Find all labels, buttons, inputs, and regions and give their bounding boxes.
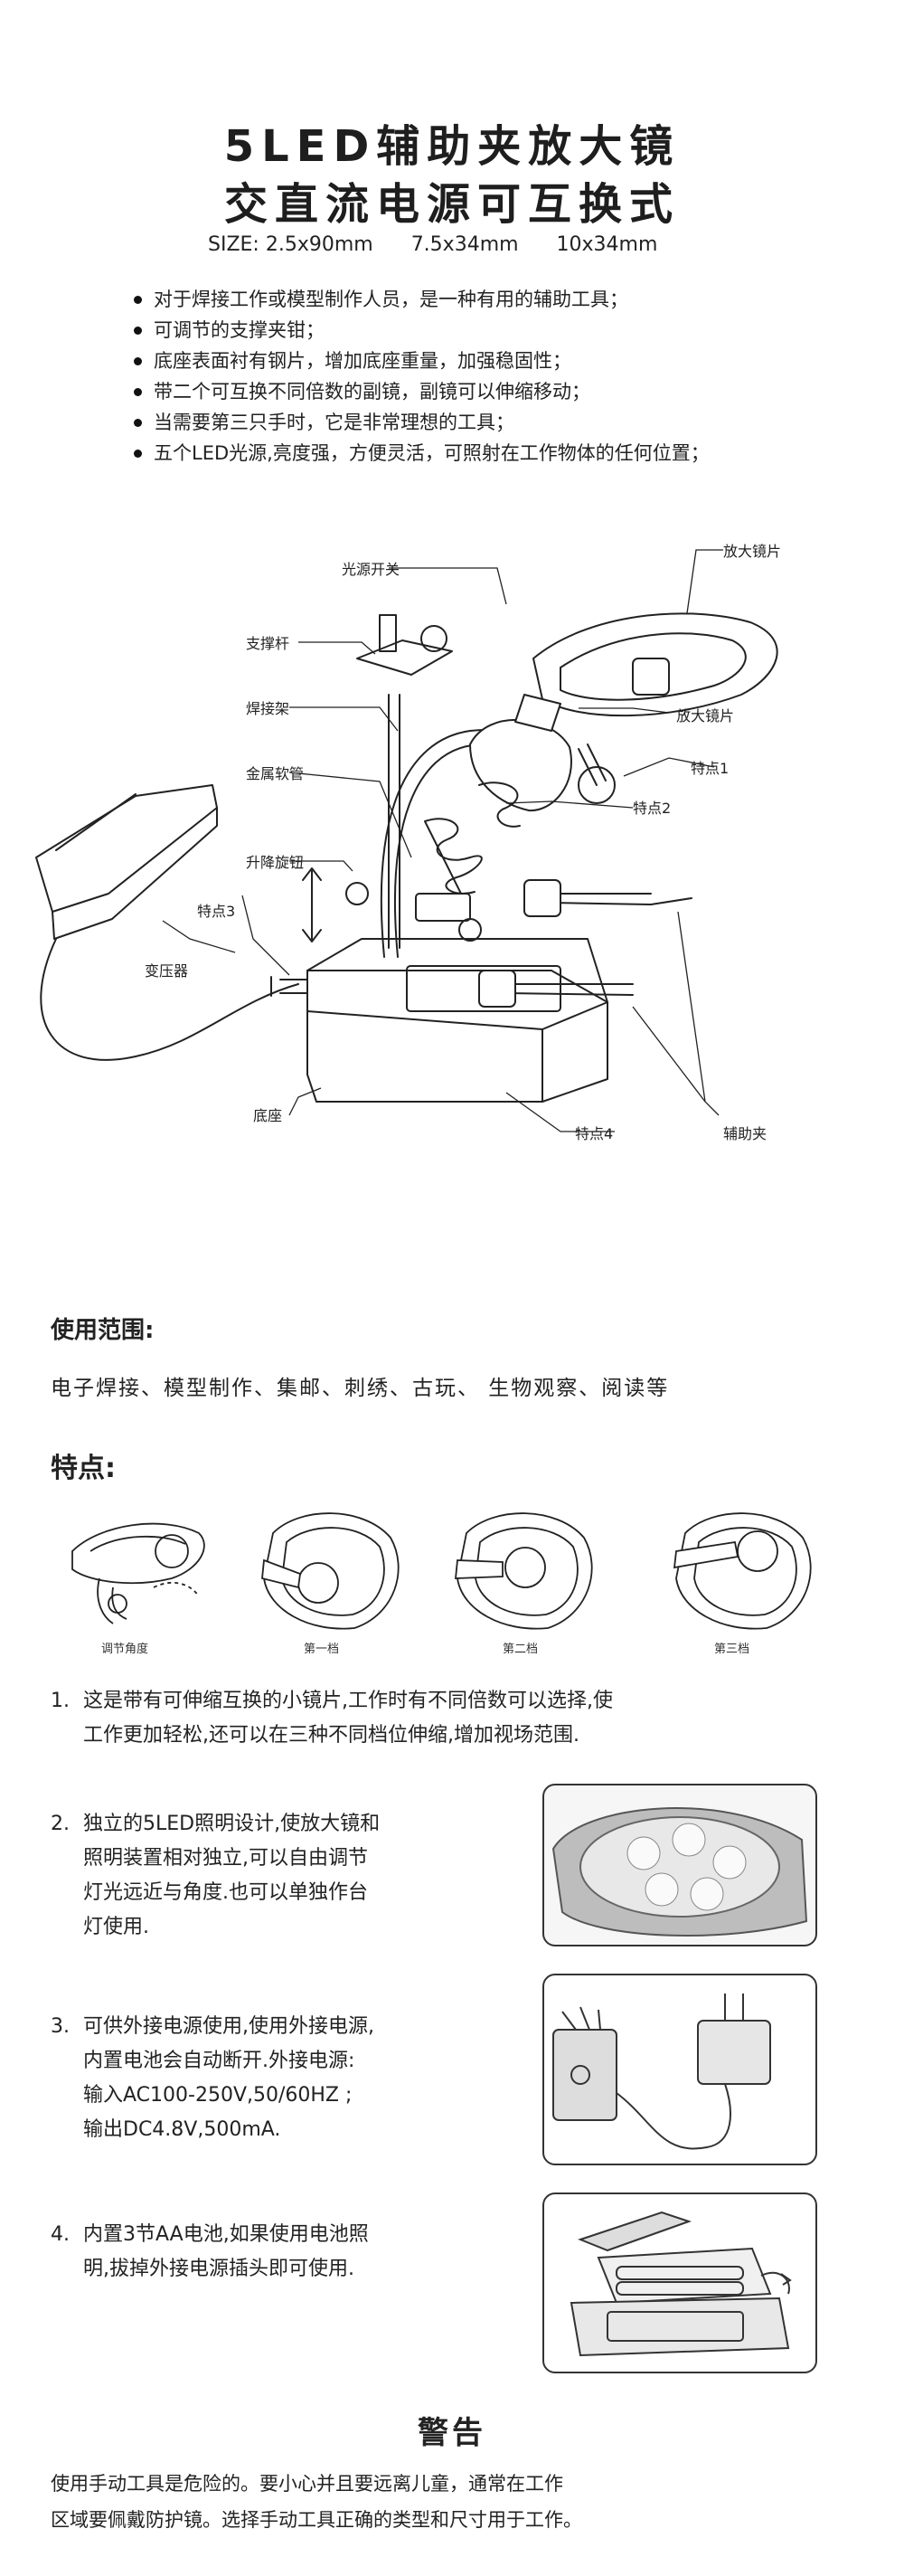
feature-item-number: 2. — [51, 1813, 70, 1835]
size-1: 2.5x90mm — [265, 233, 373, 256]
feature-item-line: 灯光远近与角度.也可以单独作台 — [83, 1881, 368, 1904]
size-2: 7.5x34mm — [410, 233, 519, 256]
label-transformer: 变压器 — [145, 962, 189, 980]
label-magnifier-lens: 放大镜片 — [723, 543, 782, 560]
warning-title: 警告 — [418, 2415, 486, 2451]
bullet-item: 对于焊接工作或模型制作人员，是一种有用的辅助工具； — [134, 284, 875, 315]
size-label: SIZE: — [208, 233, 259, 256]
label-support-rod: 支撑杆 — [246, 635, 290, 652]
feature-item-line: 独立的5LED照明设计,使放大镜和 — [83, 1813, 381, 1835]
label-base: 底座 — [253, 1107, 283, 1124]
title-line-2: 交直流电源可互换式 — [223, 179, 680, 230]
feature-item-line: 输出DC4.8V,500mA. — [83, 2118, 281, 2141]
battery-compartment-photo — [542, 2192, 817, 2373]
caption-gear-2: 第二档 — [503, 1643, 539, 1656]
label-light-switch: 光源开关 — [342, 561, 400, 578]
size-3: 10x34mm — [556, 233, 658, 256]
power-adapter-photo — [542, 1974, 817, 2165]
feature-bullets: 对于焊接工作或模型制作人员，是一种有用的辅助工具； 可调节的支撑夹钳； 底座表面… — [134, 284, 875, 469]
caption-adjust-angle: 调节角度 — [101, 1643, 149, 1656]
adjust-angle-figure — [71, 1522, 205, 1624]
label-magnifier-piece: 放大镜片 — [676, 707, 735, 724]
feature-item-3: 3. 可供外接电源使用,使用外接电源, 内置电池会自动断开.外接电源: 输入AC… — [51, 2010, 517, 2147]
usage-heading: 使用范围: — [51, 1317, 155, 1344]
feature-item-2: 2. 独立的5LED照明设计,使放大镜和 照明装置相对独立,可以自由调节 灯光远… — [51, 1807, 517, 1945]
feature-item-line: 内置3节AA电池,如果使用电池照 — [83, 2223, 369, 2246]
label-metal-hose: 金属软管 — [246, 765, 305, 782]
gear-3-figure — [673, 1512, 812, 1630]
feature-item-number: 3. — [51, 2015, 70, 2038]
feature-item-line: 内置电池会自动断开.外接电源: — [83, 2050, 355, 2072]
label-feature-4: 特点4 — [575, 1125, 614, 1142]
gear-1-figure — [261, 1512, 400, 1630]
bullet-item: 五个LED光源,亮度强，方便灵活，可照射在工作物体的任何位置； — [134, 438, 875, 469]
feature-item-4: 4. 内置3节AA电池,如果使用电池照 明,拔掉外接电源插头即可使用. — [51, 2218, 517, 2287]
bullet-item: 带二个可互换不同倍数的副镜，副镜可以伸缩移动； — [134, 376, 875, 407]
bullet-item: 可调节的支撑夹钳； — [134, 315, 875, 346]
led-lamp-drawing — [551, 1807, 808, 1937]
warning-line-2: 区域要佩戴防护镜。选择手动工具正确的类型和尺寸用于工作。 — [51, 2509, 582, 2531]
feature-item-line: 明,拔掉外接电源插头即可使用. — [83, 2258, 354, 2280]
feature-item-line: 照明装置相对独立,可以自由调节 — [83, 1847, 368, 1870]
label-aux-clip: 辅助夹 — [723, 1125, 767, 1142]
feature-item-line: 工作更加轻松,还可以在三种不同档位伸缩,增加视场范围. — [83, 1724, 579, 1747]
product-diagram: 光源开关 放大镜片 支撑杆 放大镜片 焊接架 特点1 金属软管 特点2 升降旋钮… — [0, 514, 904, 1165]
feature-item-1: 1. 这是带有可伸缩互换的小镜片,工作时有不同倍数可以选择,使 工作更加轻松,还… — [51, 1684, 861, 1753]
size-row: SIZE: 2.5x90mm 7.5x34mm 10x34mm — [208, 233, 657, 256]
label-feature-2: 特点2 — [633, 800, 672, 817]
bullet-item: 底座表面衬有钢片，增加底座重量，加强稳固性； — [134, 346, 875, 376]
feature-item-number: 1. — [51, 1690, 70, 1712]
label-lift-knob: 升降旋钮 — [246, 854, 305, 871]
feature-item-line: 输入AC100-250V,50/60HZ ; — [83, 2084, 353, 2107]
warning-line-1: 使用手动工具是危险的。要小心并且要远离儿童，通常在工作 — [51, 2473, 563, 2495]
feature-item-line: 灯使用. — [83, 1916, 149, 1938]
title-line-1: 5LED辅助夹放大镜 — [223, 121, 681, 172]
usage-text: 电子焊接、模型制作、集邮、刺绣、古玩、 生物观察、阅读等 — [51, 1377, 670, 1400]
gear-2-figure — [455, 1512, 593, 1630]
feature-item-line: 这是带有可伸缩互换的小镜片,工作时有不同倍数可以选择,使 — [83, 1690, 613, 1712]
feature-item-line: 可供外接电源使用,使用外接电源, — [83, 2015, 374, 2038]
caption-gear-3: 第三档 — [714, 1643, 750, 1656]
label-feature-3: 特点3 — [197, 903, 236, 920]
power-adapter-drawing — [552, 1994, 771, 2150]
features-heading: 特点: — [51, 1453, 116, 1484]
feature-item-number: 4. — [51, 2223, 70, 2246]
led-lamp-photo — [542, 1784, 817, 1946]
bullet-item: 当需要第三只手时，它是非常理想的工具； — [134, 407, 875, 438]
caption-gear-1: 第一档 — [304, 1643, 340, 1656]
label-weld-holder: 焊接架 — [246, 700, 290, 717]
label-feature-1: 特点1 — [691, 760, 730, 777]
product-line-drawing — [35, 549, 778, 1132]
battery-compartment-drawing — [570, 2211, 792, 2357]
